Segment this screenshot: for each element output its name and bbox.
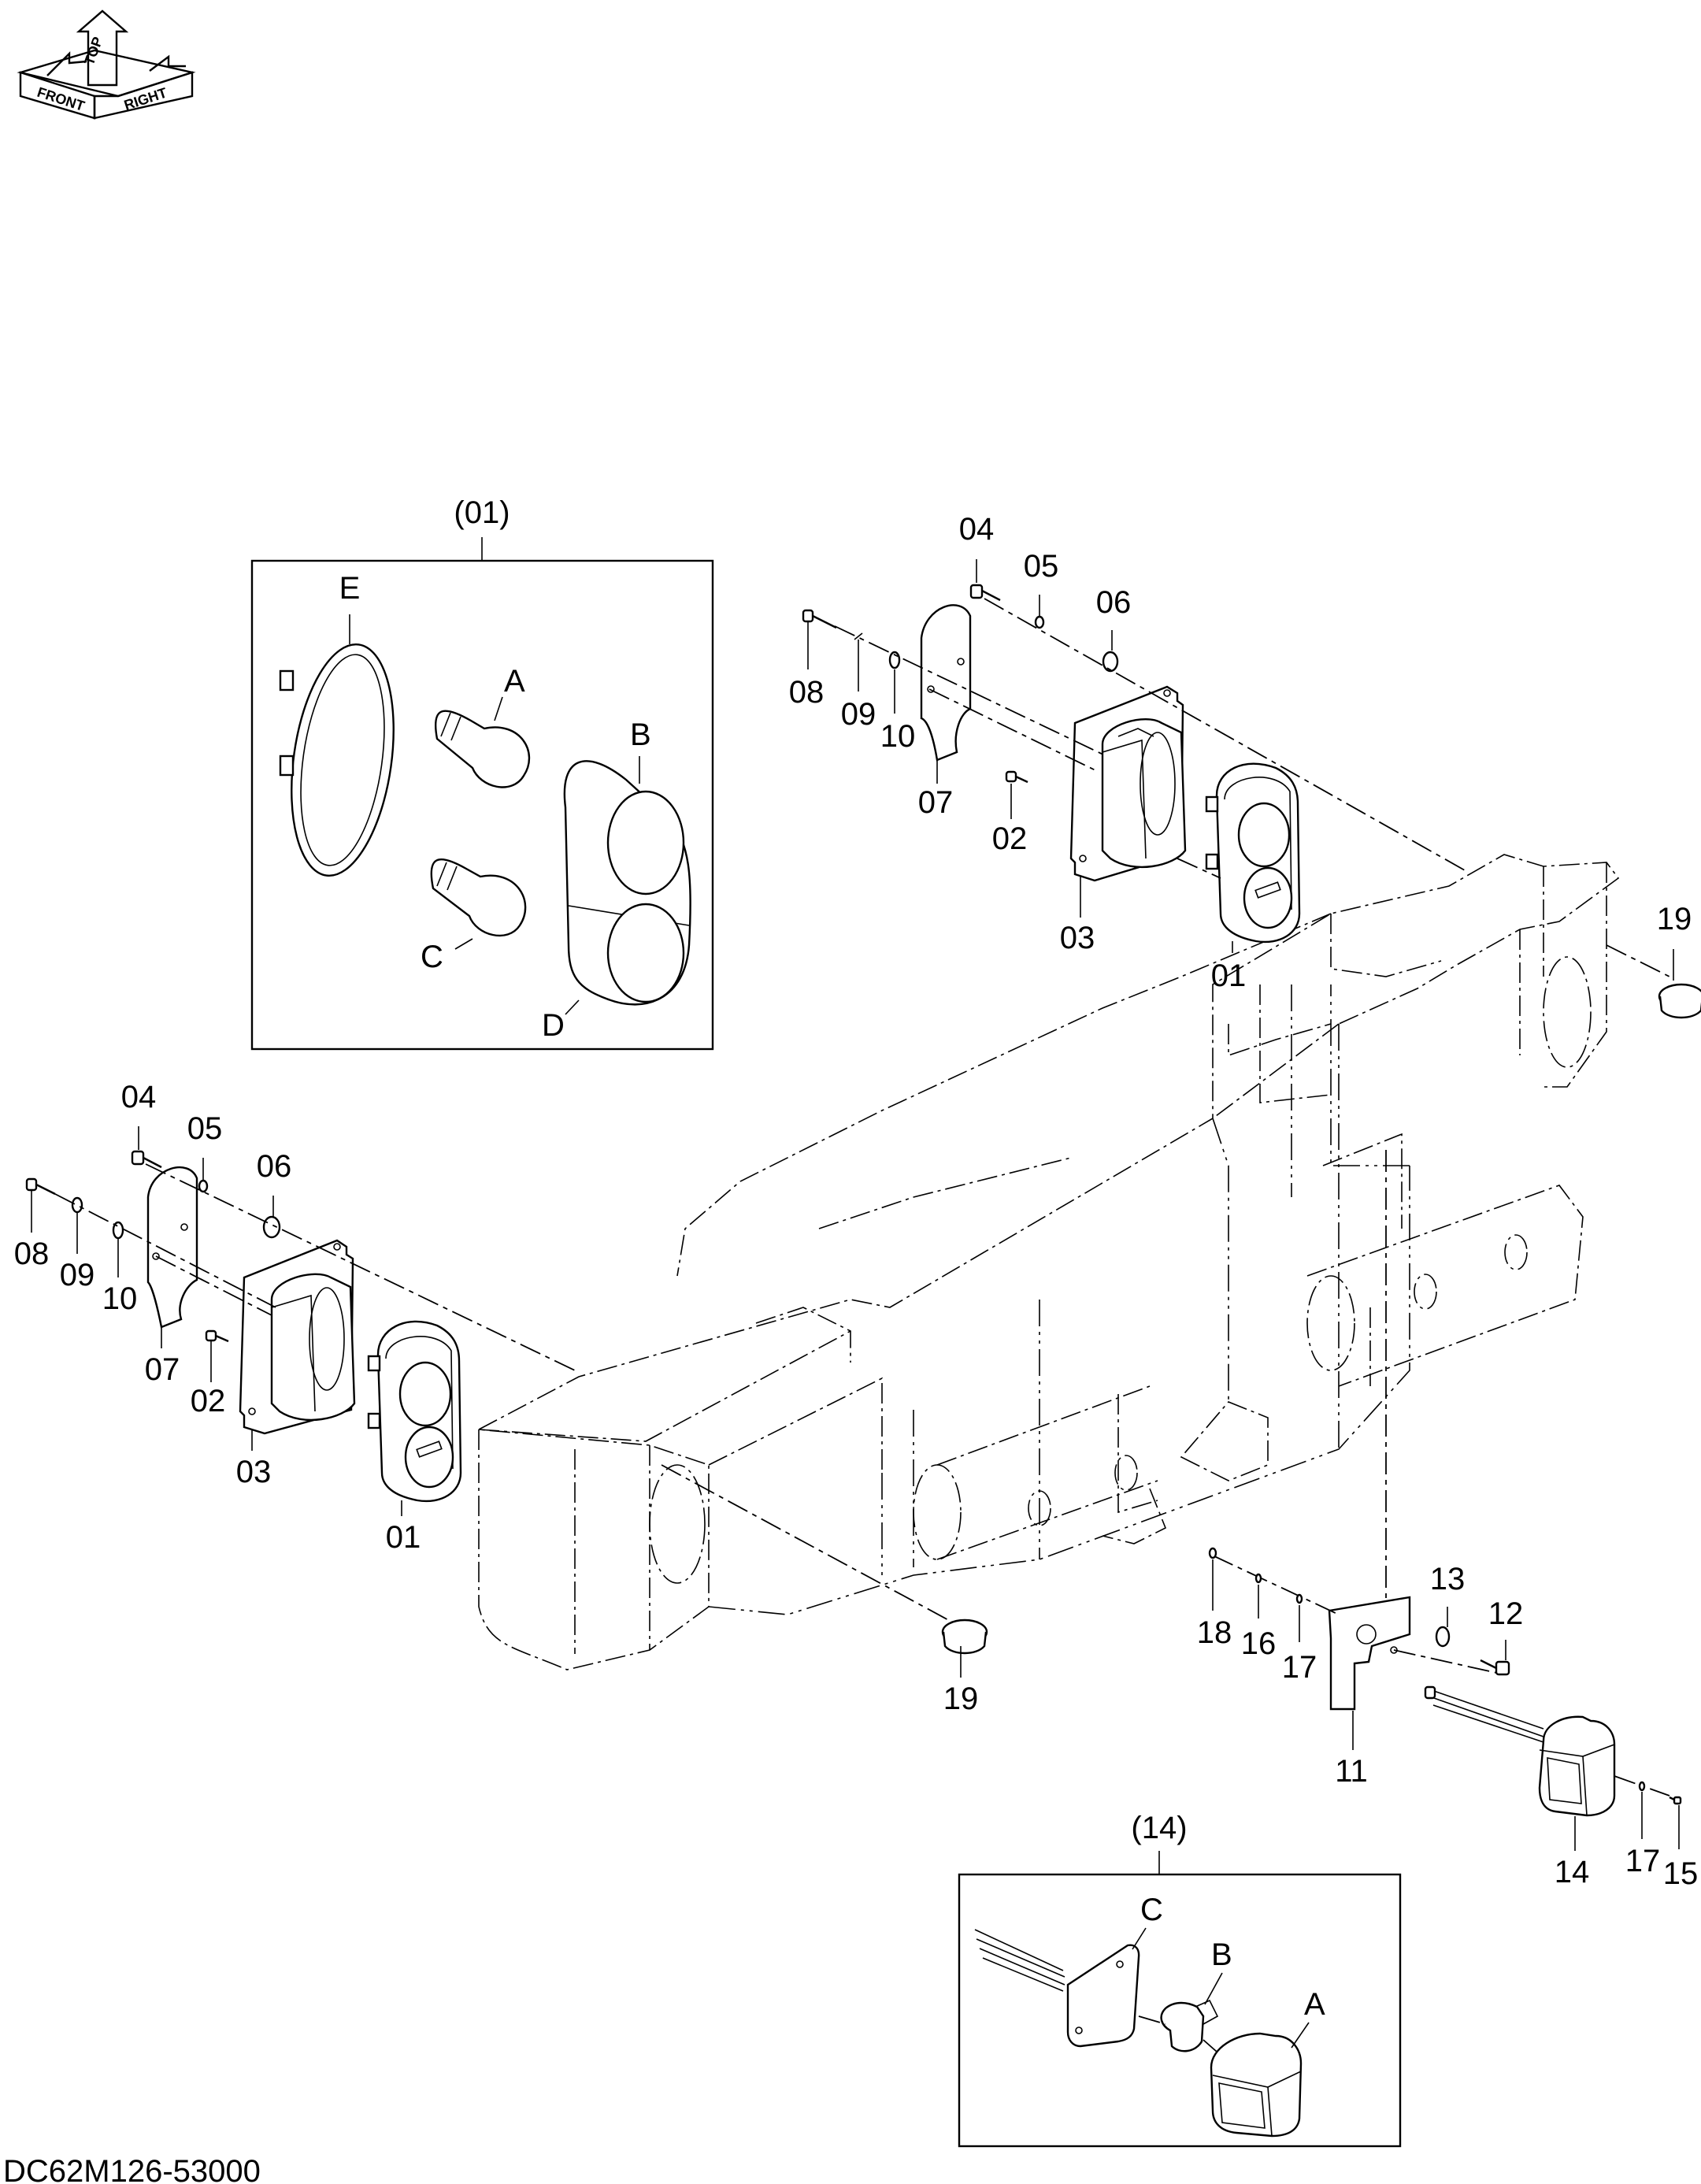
washer-17b-part [1638,1781,1646,1792]
left-bolt-08-part [25,1177,56,1196]
right-bracket-07-part [920,604,972,762]
detail-01-label-C: C [421,940,443,974]
left-plug-19-part [941,1619,988,1655]
lamp-assembly-detail-box: (01) E A C [250,495,714,1051]
right-washer-09-part [854,632,863,640]
left-callout-06: 06 [257,1149,292,1184]
washer-13-part [1435,1626,1451,1648]
right-callout-07: 07 [918,785,954,820]
rear-frame-phantom [478,854,1620,1670]
left-callout-03: 03 [236,1455,272,1489]
right-callout-06: 06 [1096,585,1132,620]
bulb-b-part [1160,1999,1219,2052]
detail-01-label-A: A [504,664,525,699]
screw-15-part [1669,1796,1682,1805]
left-washer-09-part [71,1196,83,1214]
callout-17-upper: 17 [1282,1650,1317,1685]
lamp-housing-part [563,760,691,1006]
left-screw-02-part [205,1329,229,1343]
detail-14-label-A: A [1304,1987,1325,2022]
bulb-a-part [434,710,531,788]
left-callout-04: 04 [121,1080,157,1114]
right-callout-19: 19 [1657,902,1692,936]
left-washer-06-part [262,1215,281,1239]
left-bolt-04-part [131,1150,162,1169]
socket-c-part [974,1929,1140,2048]
right-washer-05-part [1034,615,1045,629]
callout-15: 15 [1663,1856,1699,1891]
side-lamp-assembly-detail-box: (14) C B A [958,1811,1402,2148]
callout-11: 11 [1335,1754,1368,1789]
orientation-front-label: FRONT [35,84,87,114]
left-callout-08: 08 [14,1237,50,1271]
washer-16-part [1254,1573,1262,1584]
left-lamp-01-part [367,1320,462,1503]
detail-14-label-C: C [1140,1893,1163,1927]
callout-18: 18 [1197,1615,1232,1650]
right-callout-08: 08 [789,675,825,710]
left-washer-05-part [198,1179,209,1193]
right-plug-19-part [1658,983,1701,1019]
callout-17-lower: 17 [1625,1844,1661,1878]
callout-12: 12 [1488,1596,1524,1631]
lens-gasket-part [279,643,395,877]
right-lamp-01-part [1205,762,1301,944]
detail-01-label-D: D [542,1008,565,1043]
washer-17a-part [1295,1593,1303,1604]
right-callout-03: 03 [1060,921,1095,955]
detail-01-label-B: B [630,717,651,752]
right-washer-06-part [1102,651,1119,673]
side-lamp-bracket-group: 18 16 17 13 12 11 14 17 15 [1197,1150,1699,1891]
right-callout-10: 10 [880,719,916,754]
left-callout-07: 07 [145,1352,180,1387]
orientation-top-label: TOP [81,35,106,67]
left-callout-01: 01 [386,1520,421,1555]
left-callout-09: 09 [60,1258,95,1292]
right-callout-05: 05 [1024,549,1059,584]
detail-01-label-E: E [339,571,361,606]
side-lamp-14-part [1424,1685,1616,1817]
right-callout-02: 02 [992,821,1028,856]
right-callout-09: 09 [841,697,876,732]
detail-14-title: (14) [1131,1811,1187,1845]
right-screw-02-part [1005,770,1028,784]
right-lamp-group: 04 05 06 08 09 10 07 02 03 01 19 [789,512,1701,1019]
left-lamp-group: 04 05 06 08 09 10 07 02 03 01 19 [14,1080,988,1716]
left-callout-10: 10 [102,1281,138,1316]
right-bolt-04-part [969,584,1001,602]
orientation-cube-icon: TOP FRONT RIGHT [17,9,196,120]
orientation-right-label: RIGHT [122,84,169,113]
right-callout-04: 04 [959,512,995,547]
left-bracket-07-part [146,1166,198,1329]
bolt-12-part [1480,1659,1510,1676]
side-bracket-11-part [1328,1596,1411,1711]
detail-14-label-B: B [1211,1937,1232,1972]
detail-01-title: (01) [454,495,510,530]
left-callout-02: 02 [191,1384,226,1418]
bulb-c-part [430,858,527,937]
callout-16: 16 [1241,1626,1277,1661]
pin-18-part [1208,1547,1217,1559]
callout-13: 13 [1430,1562,1466,1596]
left-callout-19: 19 [943,1682,979,1716]
right-callout-01: 01 [1211,959,1247,993]
left-callout-05: 05 [187,1111,223,1146]
callout-14: 14 [1555,1855,1590,1889]
right-bolt-08-part [802,609,837,629]
drawing-number: DC62M126-53000 [3,2154,261,2184]
lamp-a-part [1210,2032,1303,2138]
